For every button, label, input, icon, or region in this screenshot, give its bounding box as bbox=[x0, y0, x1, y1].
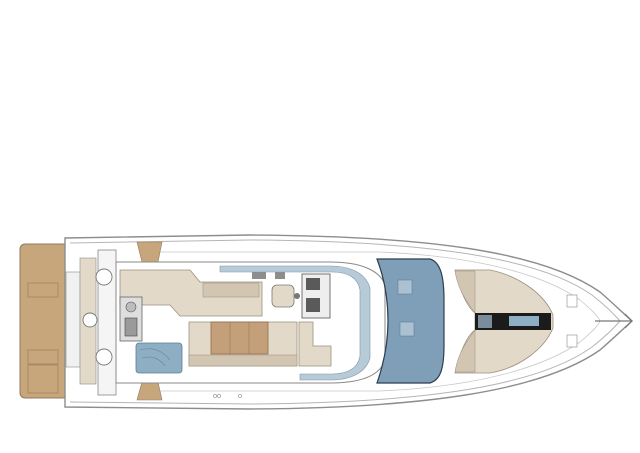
radar-dome bbox=[95, 348, 113, 366]
platform-hatch bbox=[27, 364, 59, 394]
skylight bbox=[399, 321, 415, 337]
helm-screen bbox=[306, 298, 320, 312]
helm-seat bbox=[271, 284, 295, 308]
glass-roof bbox=[376, 258, 445, 384]
bow-window bbox=[509, 316, 539, 326]
rail-stanchion bbox=[238, 394, 242, 398]
rail-stanchion bbox=[213, 394, 217, 398]
sofa-back bbox=[188, 354, 298, 367]
aft-step bbox=[65, 271, 81, 368]
cleat bbox=[566, 294, 578, 308]
cleat bbox=[566, 334, 578, 348]
dining-table bbox=[210, 321, 269, 355]
windshield bbox=[219, 265, 371, 381]
radar-dome bbox=[95, 268, 113, 286]
seat-backrest bbox=[202, 282, 260, 298]
steering-wheel-icon bbox=[294, 293, 300, 299]
grill bbox=[124, 317, 138, 337]
bow-hatch bbox=[478, 315, 492, 328]
antenna-base bbox=[82, 312, 98, 328]
jacuzzi-steps bbox=[139, 348, 171, 367]
l-sofa bbox=[298, 321, 332, 367]
platform-hatch bbox=[27, 349, 59, 365]
helm-screen bbox=[306, 278, 320, 290]
platform-hatch bbox=[27, 282, 59, 298]
swim-platform bbox=[19, 243, 69, 399]
jacuzzi bbox=[135, 342, 183, 374]
rail-stanchion bbox=[217, 394, 221, 398]
helm-storage bbox=[252, 272, 266, 279]
sink-icon bbox=[125, 301, 137, 313]
skylight bbox=[397, 279, 413, 295]
helm-storage bbox=[275, 272, 285, 279]
anchor-icon bbox=[595, 313, 633, 329]
